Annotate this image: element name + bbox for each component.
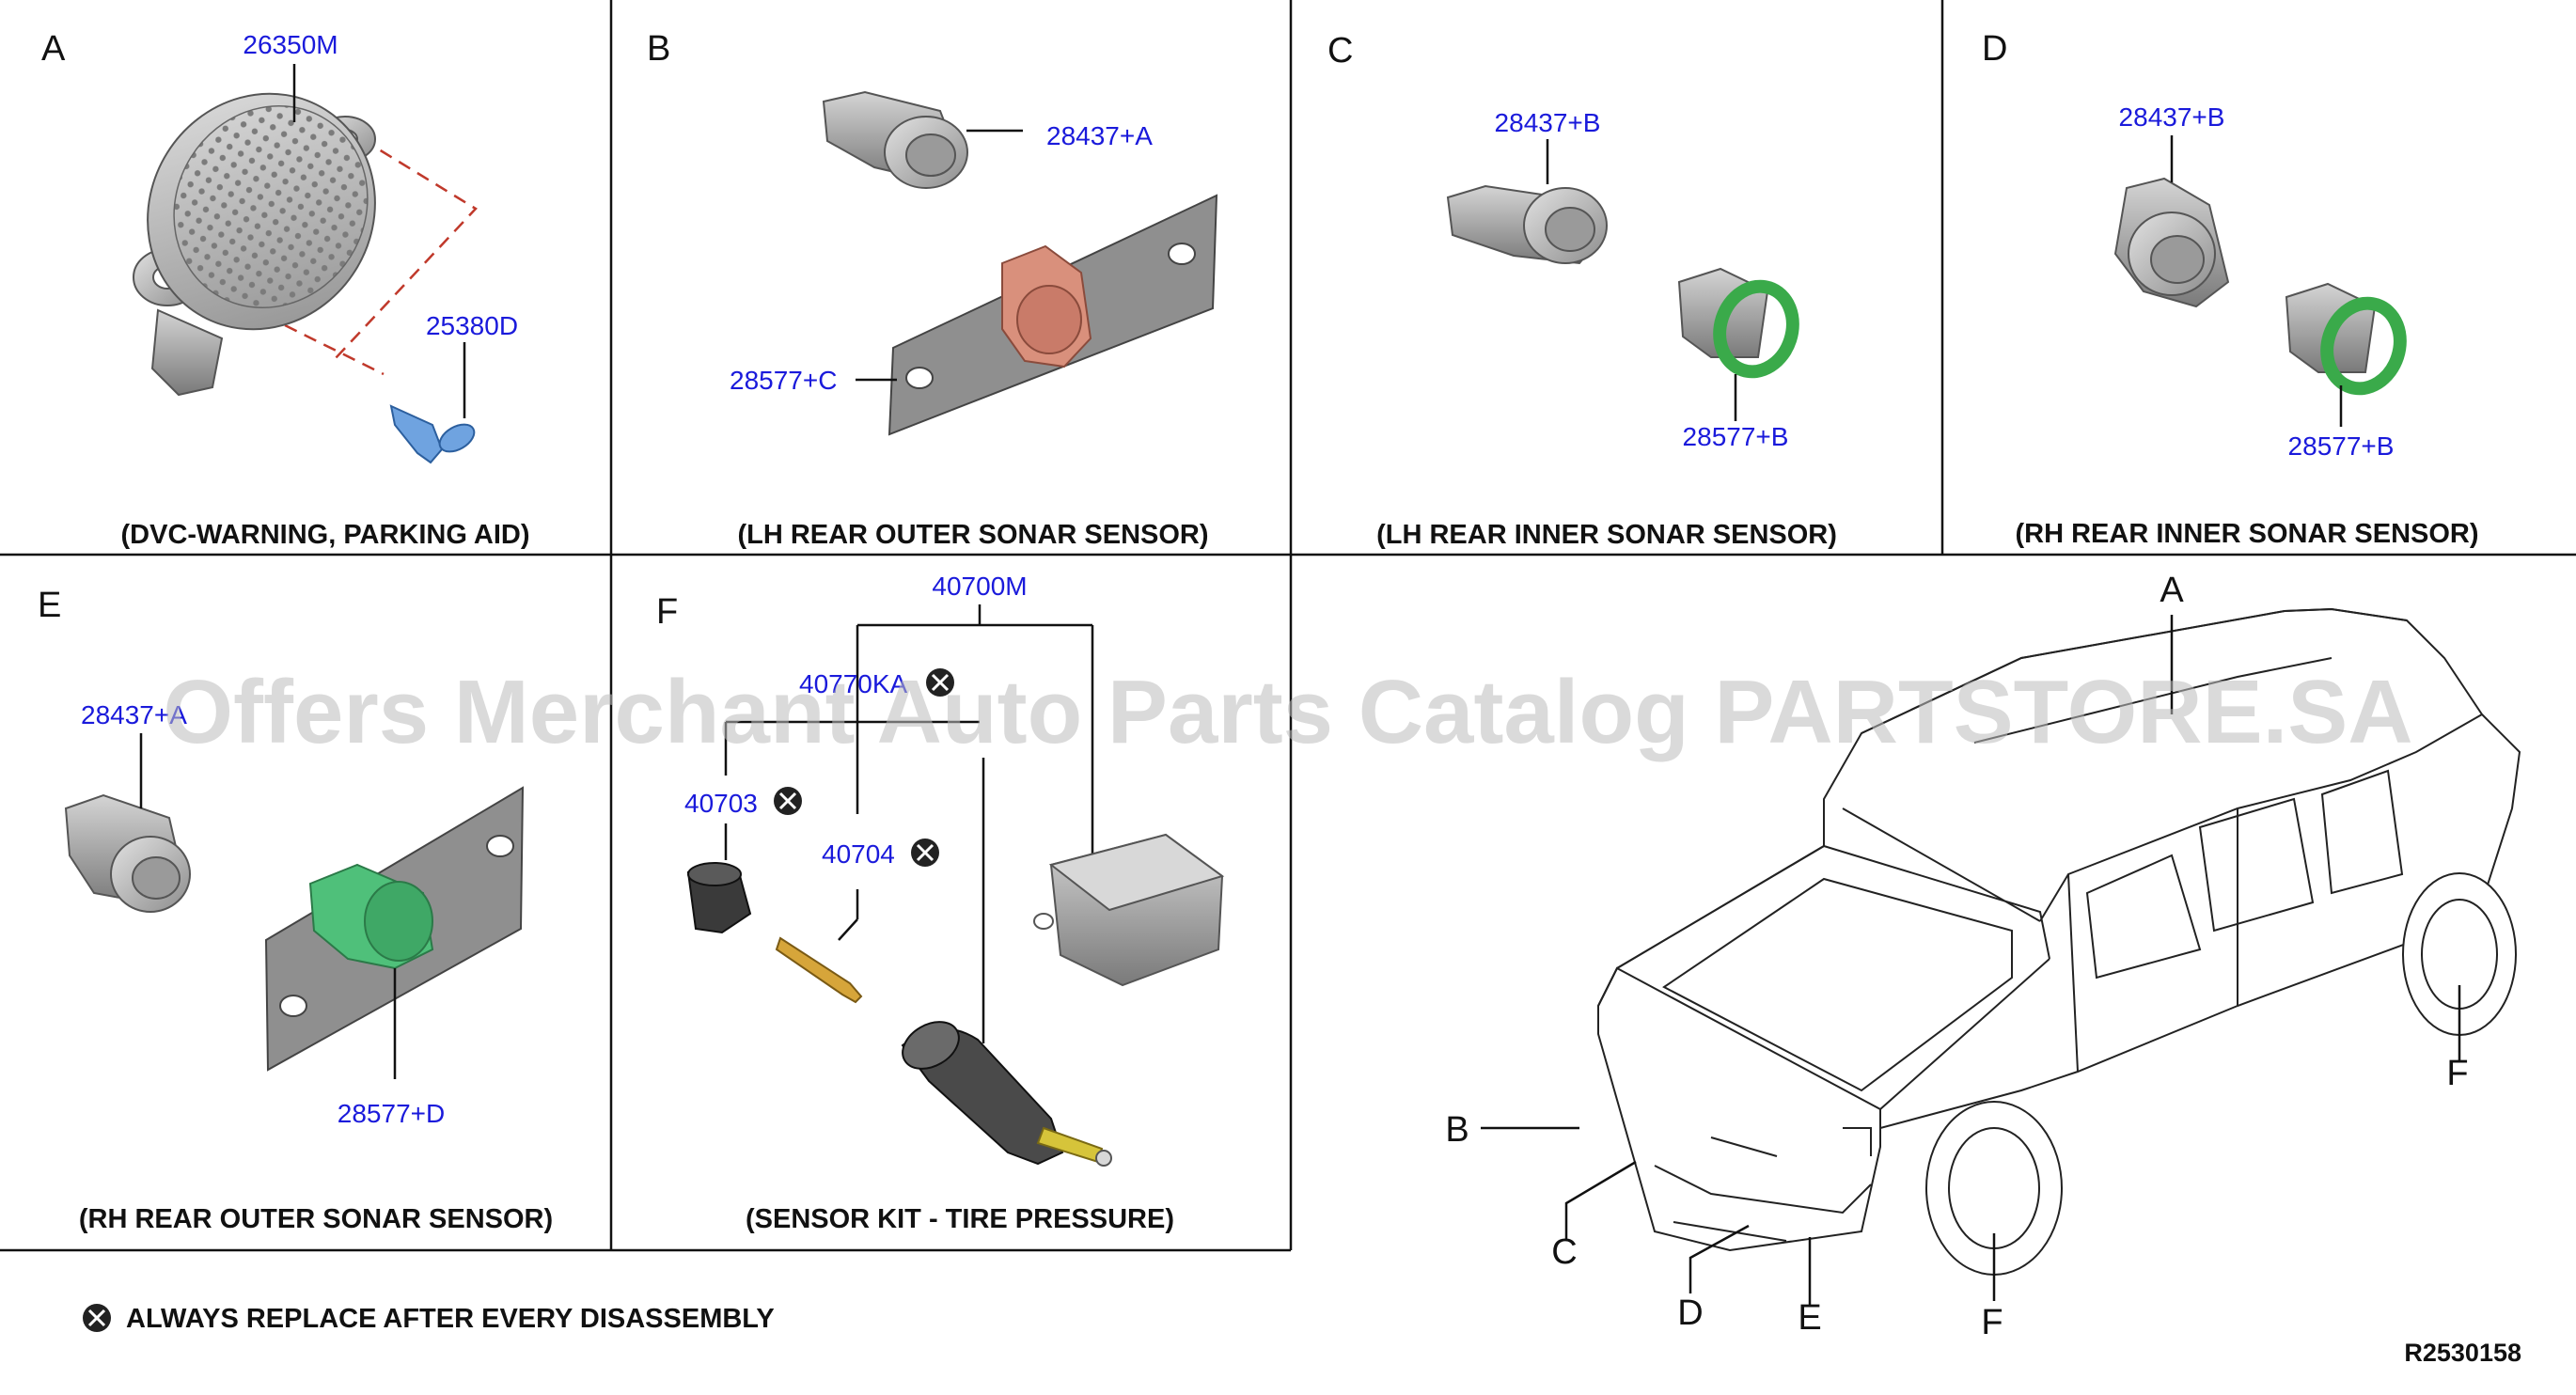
sonar-sensor-illustration-d xyxy=(2113,177,2230,308)
panel-letter-c: C xyxy=(1327,31,1353,71)
footnote-text: ALWAYS REPLACE AFTER EVERY DISASSEMBLY xyxy=(126,1304,775,1334)
sensor-holder-illustration-c xyxy=(1677,267,1799,379)
bumper-bracket-illustration-b xyxy=(887,194,1218,436)
vehicle-callout-b: B xyxy=(1445,1110,1469,1150)
reference-code: R2530158 xyxy=(2404,1339,2521,1367)
caption-b: (LH REAR OUTER SONAR SENSOR) xyxy=(737,520,1208,550)
sensor-holder-illustration-d xyxy=(2285,282,2407,396)
part-number-28437-a-e: 28437+A xyxy=(81,700,187,729)
sonar-sensor-illustration-b xyxy=(822,90,968,189)
replace-symbol-icon xyxy=(774,787,802,815)
part-number-40770ka: 40770KA xyxy=(799,669,908,698)
caption-a: (DVC-WARNING, PARKING AID) xyxy=(121,520,530,550)
valve-stem-illustration xyxy=(901,1021,1112,1167)
bumper-bracket-illustration-e xyxy=(264,786,525,1072)
part-number-28577-c: 28577+C xyxy=(730,366,837,395)
replace-symbol-icon xyxy=(911,839,939,867)
watermark: Offers Merchant Auto Parts Catalog PARTS… xyxy=(163,662,2412,762)
vehicle-callout-leaders xyxy=(1481,615,2461,1305)
replace-symbol-icon xyxy=(83,1304,111,1332)
pickup-truck-illustration xyxy=(1597,607,2521,1276)
part-number-28577-d: 28577+D xyxy=(338,1099,445,1128)
vehicle-callout-d: D xyxy=(1677,1293,1703,1333)
panel-letter-e: E xyxy=(38,586,61,625)
vehicle-callout-e: E xyxy=(1798,1298,1821,1338)
part-number-40700m: 40700M xyxy=(932,572,1027,601)
sonar-sensor-illustration-e xyxy=(64,793,191,913)
vehicle-callout-a: A xyxy=(2160,571,2184,610)
caption-f: (SENSOR KIT - TIRE PRESSURE) xyxy=(746,1204,1174,1234)
part-number-28577-b-d: 28577+B xyxy=(2288,431,2395,461)
tire-pressure-kit-leaders xyxy=(724,604,1094,1043)
part-number-28577-b-c: 28577+B xyxy=(1683,422,1789,451)
part-number-40703: 40703 xyxy=(684,789,758,818)
part-number-26350m: 26350M xyxy=(243,30,338,59)
valve-core-illustration xyxy=(775,936,863,1004)
vehicle-callout-f-rear: F xyxy=(1981,1303,2003,1342)
caption-e: (RH REAR OUTER SONAR SENSOR) xyxy=(79,1204,553,1234)
caption-c: (LH REAR INNER SONAR SENSOR) xyxy=(1376,520,1837,550)
tpms-sensor-illustration xyxy=(1033,833,1225,987)
part-number-25380d: 25380D xyxy=(426,311,518,340)
bolt-illustration xyxy=(389,404,476,464)
panel-letter-f: F xyxy=(656,592,678,632)
panel-grid xyxy=(0,0,2576,1252)
replace-symbol-icon xyxy=(926,668,954,697)
panel-letter-b: B xyxy=(647,29,670,69)
sonar-sensor-illustration-c xyxy=(1446,184,1608,265)
part-number-28437-a-b: 28437+A xyxy=(1046,121,1153,150)
part-number-28437-b-c: 28437+B xyxy=(1495,108,1601,137)
buzzer-illustration xyxy=(133,92,478,397)
part-number-40704: 40704 xyxy=(822,839,895,869)
valve-cap-illustration xyxy=(686,862,752,934)
vehicle-callout-c: C xyxy=(1551,1232,1577,1272)
vehicle-callout-f-front: F xyxy=(2446,1054,2468,1093)
panel-letter-a: A xyxy=(41,29,66,69)
panel-letter-d: D xyxy=(1982,29,2007,69)
caption-d: (RH REAR INNER SONAR SENSOR) xyxy=(2015,519,2478,549)
part-number-28437-b-d: 28437+B xyxy=(2119,102,2225,132)
